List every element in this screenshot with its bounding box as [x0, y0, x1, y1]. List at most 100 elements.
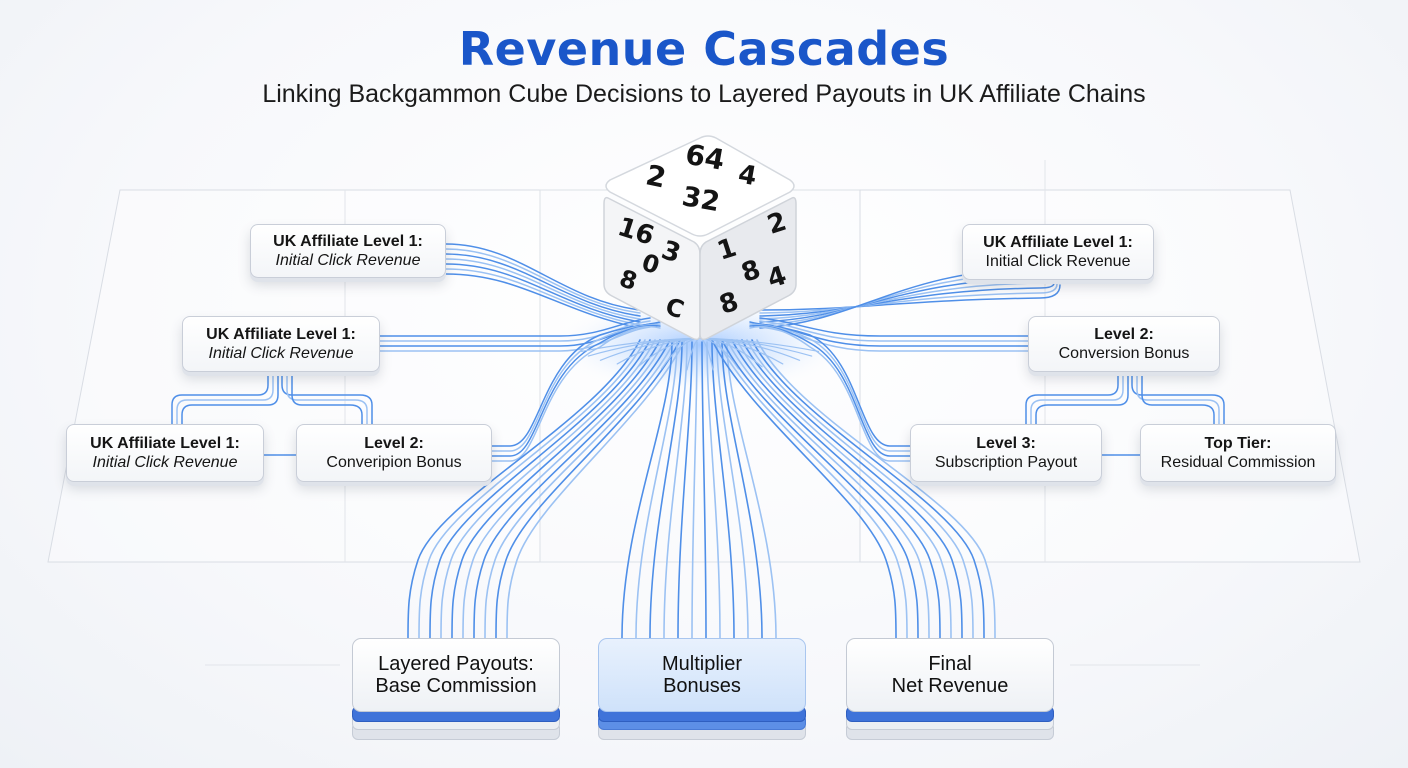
flow-line	[1131, 371, 1225, 425]
flow-line	[429, 339, 651, 639]
flow-line	[716, 339, 908, 639]
flow-line	[1141, 371, 1215, 425]
flow-line	[699, 337, 820, 353]
stack-multiplier-bonuses[interactable]: Multiplier Bonuses	[598, 638, 808, 748]
flow-line	[1025, 371, 1119, 425]
flow-line	[726, 341, 777, 639]
stack-heading: Layered Payouts:	[378, 653, 534, 675]
cube-top-face	[605, 135, 795, 237]
node-heading: UK Affiliate Level 1:	[90, 435, 240, 452]
right-node-affiliate-level-1[interactable]: UK Affiliate Level 1: Initial Click Reve…	[962, 224, 1154, 280]
node-heading: Level 2:	[1094, 326, 1154, 343]
node-detail: Conversion Bonus	[1058, 345, 1190, 362]
flow-line	[731, 339, 941, 639]
stack-detail: Base Commission	[375, 675, 537, 697]
page-subtitle: Linking Backgammon Cube Decisions to Lay…	[262, 80, 1146, 108]
node-detail: Converipion Bonus	[326, 454, 462, 471]
flow-line	[445, 268, 641, 326]
flow-line	[379, 317, 651, 337]
node-heading: UK Affiliate Level 1:	[983, 234, 1133, 251]
flow-line	[445, 243, 641, 311]
node-detail: Residual Commission	[1160, 454, 1316, 471]
node-detail: Initial Click Revenue	[275, 252, 421, 269]
flow-line	[691, 341, 698, 639]
flow-line	[491, 325, 661, 462]
flow-line	[379, 326, 651, 352]
flow-line	[649, 341, 683, 639]
flow-line	[176, 371, 274, 425]
flow-line	[635, 341, 678, 639]
cube-top-number: 4	[736, 160, 759, 193]
stack-heading: Multiplier	[661, 653, 743, 675]
node-heading: UK Affiliate Level 1:	[273, 233, 423, 250]
stack-heading: Final	[928, 653, 972, 675]
flow-line	[484, 339, 676, 639]
node-detail: Initial Click Revenue	[208, 345, 354, 362]
flow-line	[495, 339, 681, 639]
flow-line	[445, 263, 641, 323]
stack-final-net-revenue[interactable]: Final Net Revenue	[846, 638, 1056, 748]
node-heading: Top Tier:	[1204, 435, 1272, 452]
flow-line	[759, 317, 1029, 337]
flow-line	[677, 341, 693, 639]
left-node-affiliate-level-1[interactable]: UK Affiliate Level 1: Initial Click Reve…	[250, 224, 446, 278]
stack-detail: Bonuses	[663, 675, 741, 697]
flow-line	[701, 341, 707, 639]
flow-line	[711, 339, 897, 639]
left-node-affiliate-level-1[interactable]: UK Affiliate Level 1: Initial Click Reve…	[182, 316, 380, 372]
node-heading: Level 2:	[364, 435, 424, 452]
flow-line	[756, 339, 996, 639]
flow-line	[759, 284, 1061, 311]
flow-line	[716, 341, 749, 639]
flow-line	[445, 258, 641, 320]
flow-line	[721, 341, 763, 639]
right-node-top-tier[interactable]: Top Tier: Residual Commission	[1140, 424, 1336, 482]
right-node-level-3[interactable]: Level 3: Subscription Payout	[910, 424, 1102, 482]
flow-line	[746, 339, 974, 639]
stack-face: Multiplier Bonuses	[598, 638, 806, 712]
flow-line	[418, 339, 646, 639]
flow-line	[706, 341, 721, 639]
flow-line	[749, 325, 911, 462]
cube-top-number: 64	[683, 138, 727, 177]
flow-line	[759, 320, 1029, 342]
stack-face: Final Net Revenue	[846, 638, 1054, 712]
flow-line	[736, 339, 952, 639]
flow-line	[440, 339, 656, 639]
node-heading: UK Affiliate Level 1:	[206, 326, 356, 343]
flow-line	[741, 339, 963, 639]
flow-line	[451, 339, 661, 639]
flow-line	[759, 283, 1058, 314]
left-node-level-2[interactable]: Level 2: Converipion Bonus	[296, 424, 492, 482]
node-detail: Initial Click Revenue	[985, 253, 1131, 270]
flow-line	[181, 371, 279, 425]
flow-line	[1035, 371, 1129, 425]
flow-line	[462, 339, 666, 639]
flow-line	[171, 371, 269, 425]
flow-line	[1030, 371, 1124, 425]
flow-line	[751, 339, 985, 639]
flow-line	[621, 341, 673, 639]
cube-right-face	[699, 196, 797, 341]
flow-line	[759, 281, 1052, 320]
stack-detail: Net Revenue	[891, 675, 1009, 697]
right-node-level-2[interactable]: Level 2: Conversion Bonus	[1028, 316, 1220, 372]
flow-line	[281, 371, 373, 425]
flow-line	[291, 371, 363, 425]
doubling-cube-icon: 64 4 2 32 16 3 0 8 2 1 8 4 8 C	[603, 135, 797, 341]
flow-line	[445, 253, 641, 317]
flow-line	[445, 248, 641, 314]
cube-left-face	[603, 196, 701, 341]
stack-face: Layered Payouts: Base Commission	[352, 638, 560, 712]
stack-layered-payouts[interactable]: Layered Payouts: Base Commission	[352, 638, 562, 748]
flow-line	[407, 339, 641, 639]
flow-line	[721, 339, 919, 639]
node-heading: Level 3:	[976, 435, 1036, 452]
left-node-affiliate-level-1[interactable]: UK Affiliate Level 1: Initial Click Reve…	[66, 424, 264, 482]
flow-line	[759, 282, 1055, 317]
flow-line	[711, 341, 735, 639]
flow-line	[473, 339, 671, 639]
node-detail: Subscription Payout	[934, 454, 1078, 471]
page-title: Revenue Cascades	[458, 22, 950, 76]
cube-top-number: 32	[680, 181, 722, 218]
